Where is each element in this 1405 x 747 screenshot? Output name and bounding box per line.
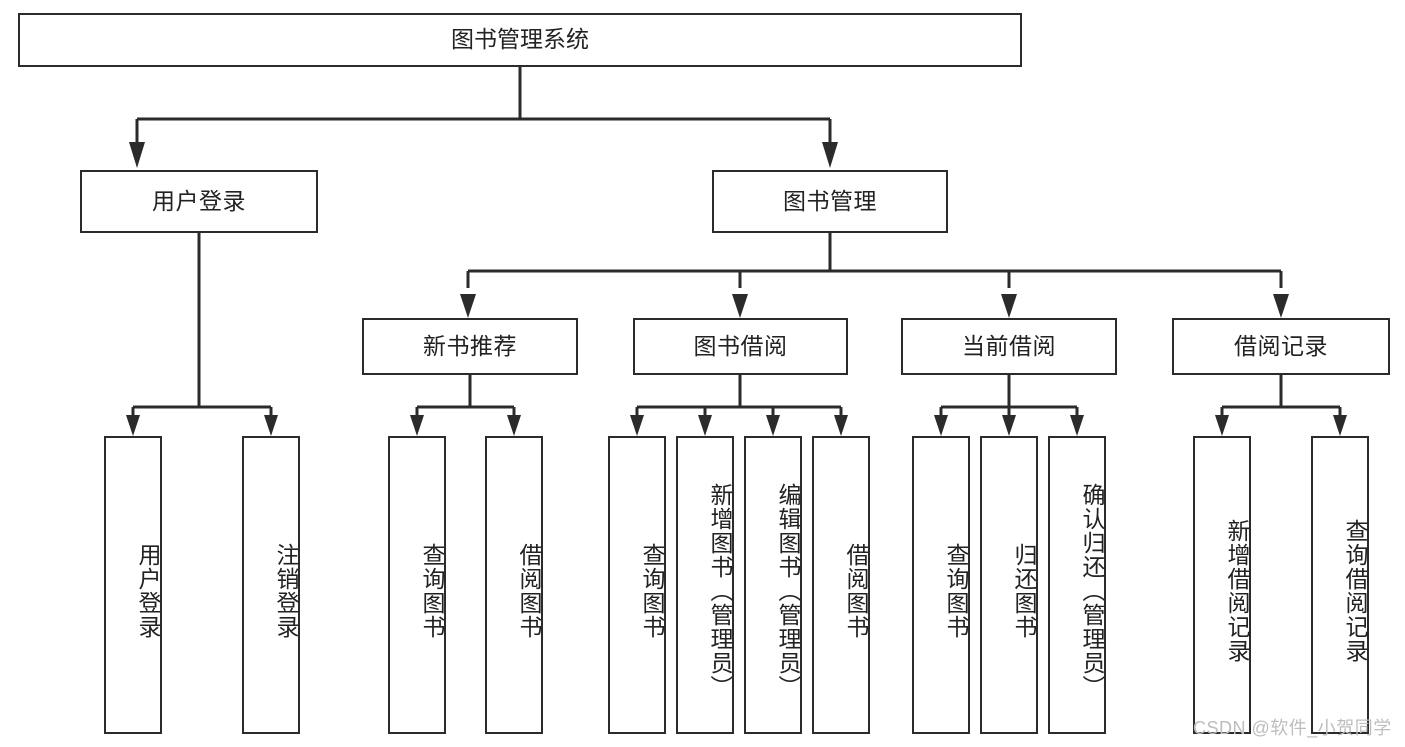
- node-label: 当前借阅: [962, 332, 1056, 359]
- node-label: 用户登录: [152, 187, 246, 214]
- node-label: 借阅图书: [843, 543, 869, 639]
- node-label: 用户登录: [135, 543, 161, 639]
- node-new-book-recommend[interactable]: 新书推荐: [362, 318, 578, 375]
- leaf-add-borrow-record[interactable]: 新增借阅记录: [1193, 436, 1251, 734]
- leaf-borrow-book-recommend[interactable]: 借阅图书: [485, 436, 543, 734]
- node-label: 查询图书: [943, 543, 969, 639]
- leaf-edit-book-admin[interactable]: 编辑图书（管理员）: [744, 436, 802, 734]
- leaf-user-login[interactable]: 用户登录: [104, 436, 162, 734]
- csdn-watermark: CSDN @软件_小贺同学: [1193, 718, 1392, 738]
- node-label: 借阅图书: [516, 543, 542, 639]
- node-user-login[interactable]: 用户登录: [80, 170, 318, 233]
- node-label: 新增图书（管理员）: [707, 483, 733, 699]
- leaf-query-book-current[interactable]: 查询图书: [912, 436, 970, 734]
- node-label: 查询图书: [639, 543, 665, 639]
- leaf-logout[interactable]: 注销登录: [242, 436, 300, 734]
- node-label: 查询借阅记录: [1342, 519, 1368, 663]
- node-label: 查询图书: [419, 543, 445, 639]
- leaf-borrow-book[interactable]: 借阅图书: [812, 436, 870, 734]
- node-label: 图书管理系统: [451, 26, 589, 53]
- leaf-return-book[interactable]: 归还图书: [980, 436, 1038, 734]
- node-label: 借阅记录: [1234, 332, 1328, 359]
- node-current-borrow[interactable]: 当前借阅: [901, 318, 1117, 375]
- node-root-system[interactable]: 图书管理系统: [18, 13, 1022, 67]
- node-label: 编辑图书（管理员）: [775, 483, 801, 699]
- leaf-query-book-borrow[interactable]: 查询图书: [608, 436, 666, 734]
- node-book-management[interactable]: 图书管理: [712, 170, 948, 233]
- node-label: 确认归还（管理员）: [1079, 483, 1105, 699]
- node-label: 注销登录: [273, 543, 299, 639]
- leaf-add-book-admin[interactable]: 新增图书（管理员）: [676, 436, 734, 734]
- node-label: 归还图书: [1011, 543, 1037, 639]
- node-book-borrow[interactable]: 图书借阅: [633, 318, 848, 375]
- leaf-query-book-recommend[interactable]: 查询图书: [388, 436, 446, 734]
- node-borrow-record[interactable]: 借阅记录: [1172, 318, 1390, 375]
- node-label: 图书借阅: [693, 332, 788, 359]
- leaf-query-borrow-record[interactable]: 查询借阅记录: [1311, 436, 1369, 734]
- leaf-confirm-return-admin[interactable]: 确认归还（管理员）: [1048, 436, 1106, 734]
- node-label: 新增借阅记录: [1224, 519, 1250, 663]
- node-label: 新书推荐: [423, 332, 517, 359]
- node-label: 图书管理: [783, 187, 877, 214]
